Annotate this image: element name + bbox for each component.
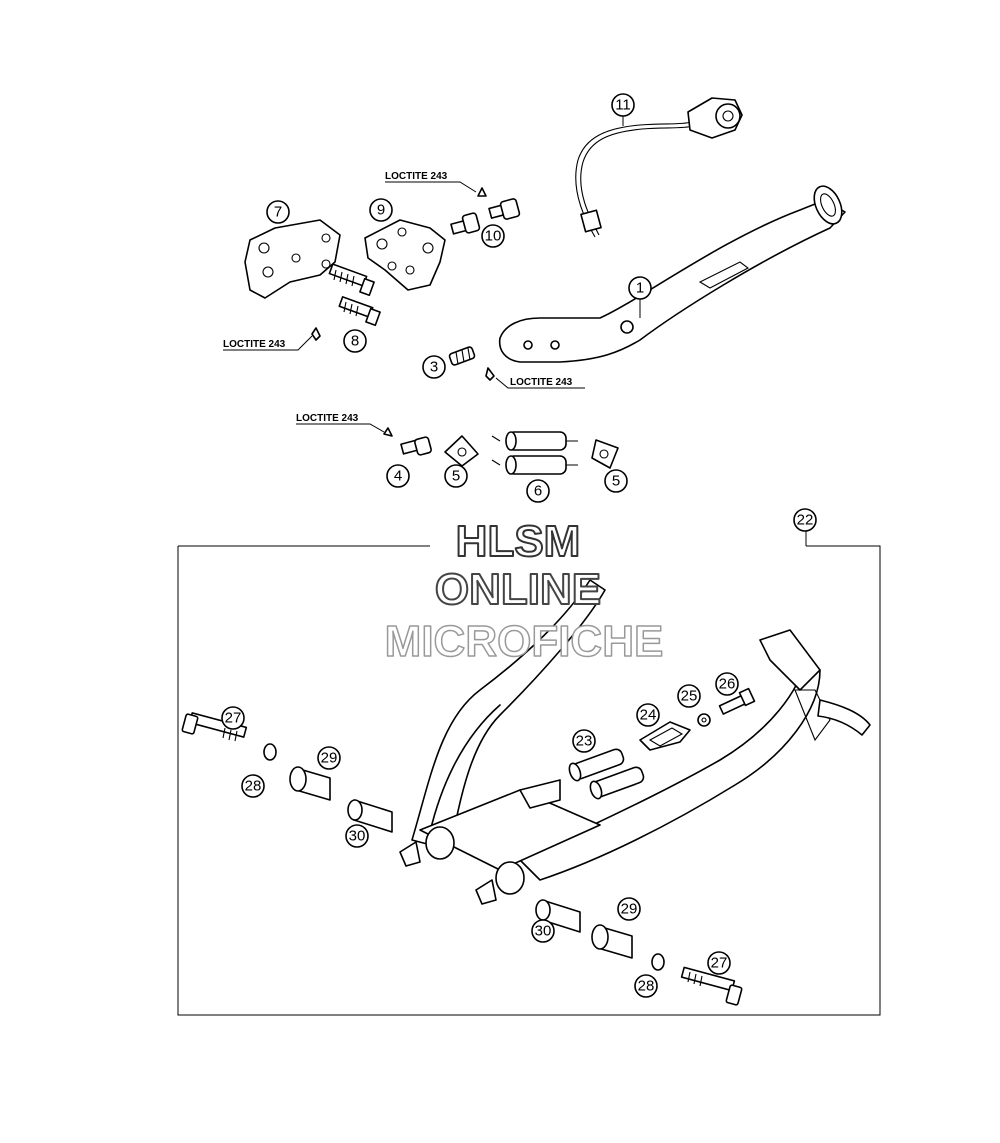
callout-number: 5 xyxy=(452,468,460,485)
callout-number: 26 xyxy=(719,676,736,693)
callout-7: 7 xyxy=(266,200,290,224)
callout-number: 28 xyxy=(638,978,655,995)
part-11-side-stand-sensor xyxy=(575,97,743,238)
loctite-label: LOCTITE 243 xyxy=(385,171,448,182)
callout-27a: 27 xyxy=(221,706,245,730)
callout-number: 29 xyxy=(321,750,338,767)
callout-number: 23 xyxy=(576,733,593,750)
callout-29b: 29 xyxy=(617,897,641,921)
watermark-line-2: ONLINE xyxy=(435,565,601,614)
callout-number: 11 xyxy=(615,97,631,114)
callout-5a: 5 xyxy=(444,464,468,488)
callout-24: 24 xyxy=(636,703,660,727)
watermark-line-3: MICROFICHE xyxy=(385,617,664,666)
callout-number: 5 xyxy=(612,473,620,490)
callout-29a: 29 xyxy=(317,746,341,770)
callout-number: 3 xyxy=(430,359,438,376)
part-27-bolt-right xyxy=(680,966,743,1006)
leader-lines xyxy=(622,116,641,318)
loctite-note-2: LOCTITE 243 xyxy=(223,335,313,351)
callout-30b: 30 xyxy=(531,919,555,943)
loctite-label: LOCTITE 243 xyxy=(296,413,359,424)
callout-number: 25 xyxy=(681,688,698,705)
part-5-plate-right xyxy=(591,439,619,469)
callout-number: 24 xyxy=(640,707,657,724)
part-6-springs xyxy=(491,431,578,475)
callout-25: 25 xyxy=(677,684,701,708)
part-25-washer xyxy=(697,713,711,727)
callout-9: 9 xyxy=(369,198,393,222)
part-3-stud xyxy=(448,346,495,381)
callout-number: 30 xyxy=(535,923,552,940)
callout-number: 29 xyxy=(621,901,638,918)
loctite-label: LOCTITE 243 xyxy=(510,377,573,388)
part-29-bushing-right xyxy=(591,924,633,959)
callout-number: 22 xyxy=(797,512,814,529)
callout-22: 22 xyxy=(793,508,817,532)
watermark: HLSM ONLINE MICROFICHE xyxy=(384,516,664,667)
part-26-screw xyxy=(718,687,756,715)
part-24-pad xyxy=(639,721,691,751)
part-4-stud xyxy=(383,427,432,456)
part-29-bushing-left xyxy=(289,766,331,801)
callout-5b: 5 xyxy=(604,469,628,493)
callout-3: 3 xyxy=(422,355,446,379)
part-5-plate-left xyxy=(444,435,479,467)
callout-8: 8 xyxy=(343,329,367,353)
part-10-bolts xyxy=(450,187,521,235)
part-27-bolt-left xyxy=(181,712,248,742)
callout-27b: 27 xyxy=(707,951,731,975)
part-30-sleeve-right xyxy=(535,899,581,933)
loctite-note-1: LOCTITE 243 xyxy=(385,171,477,193)
part-23-springs xyxy=(568,748,645,800)
callout-number: 27 xyxy=(711,955,728,972)
callout-number: 9 xyxy=(377,202,385,219)
part-28-washer-right xyxy=(651,953,665,971)
part-22-center-stand xyxy=(399,579,871,905)
part-9-plate xyxy=(364,219,446,291)
part-7-bracket xyxy=(244,219,341,299)
callout-number: 6 xyxy=(534,483,542,500)
callout-number: 10 xyxy=(485,228,502,245)
callout-number: 27 xyxy=(225,710,242,727)
callout-30a: 30 xyxy=(345,824,369,848)
callout-4: 4 xyxy=(386,464,410,488)
callout-28a: 28 xyxy=(241,774,265,798)
loctite-label: LOCTITE 243 xyxy=(223,339,286,350)
part-1-side-stand xyxy=(498,185,846,363)
callout-26: 26 xyxy=(715,672,739,696)
callout-11: 11 xyxy=(611,93,635,117)
callout-1: 1 xyxy=(628,276,652,300)
part-8-screws xyxy=(311,263,381,341)
part-30-sleeve-left xyxy=(347,799,393,833)
callout-number: 30 xyxy=(349,828,366,845)
callout-6: 6 xyxy=(526,479,550,503)
callout-10: 10 xyxy=(481,224,505,248)
callout-number: 1 xyxy=(636,280,644,297)
loctite-note-3: LOCTITE 243 xyxy=(495,377,585,389)
loctite-note-4: LOCTITE 243 xyxy=(296,413,385,433)
callout-number: 7 xyxy=(274,204,282,221)
part-28-washer-left xyxy=(263,743,277,761)
watermark-line-1: HLSM xyxy=(456,517,581,566)
callout-23: 23 xyxy=(572,729,596,753)
callout-number: 28 xyxy=(245,778,262,795)
callout-number: 8 xyxy=(351,333,359,350)
assembly-22-frame xyxy=(177,530,881,1016)
callout-28b: 28 xyxy=(634,974,658,998)
callout-number: 4 xyxy=(394,468,402,485)
